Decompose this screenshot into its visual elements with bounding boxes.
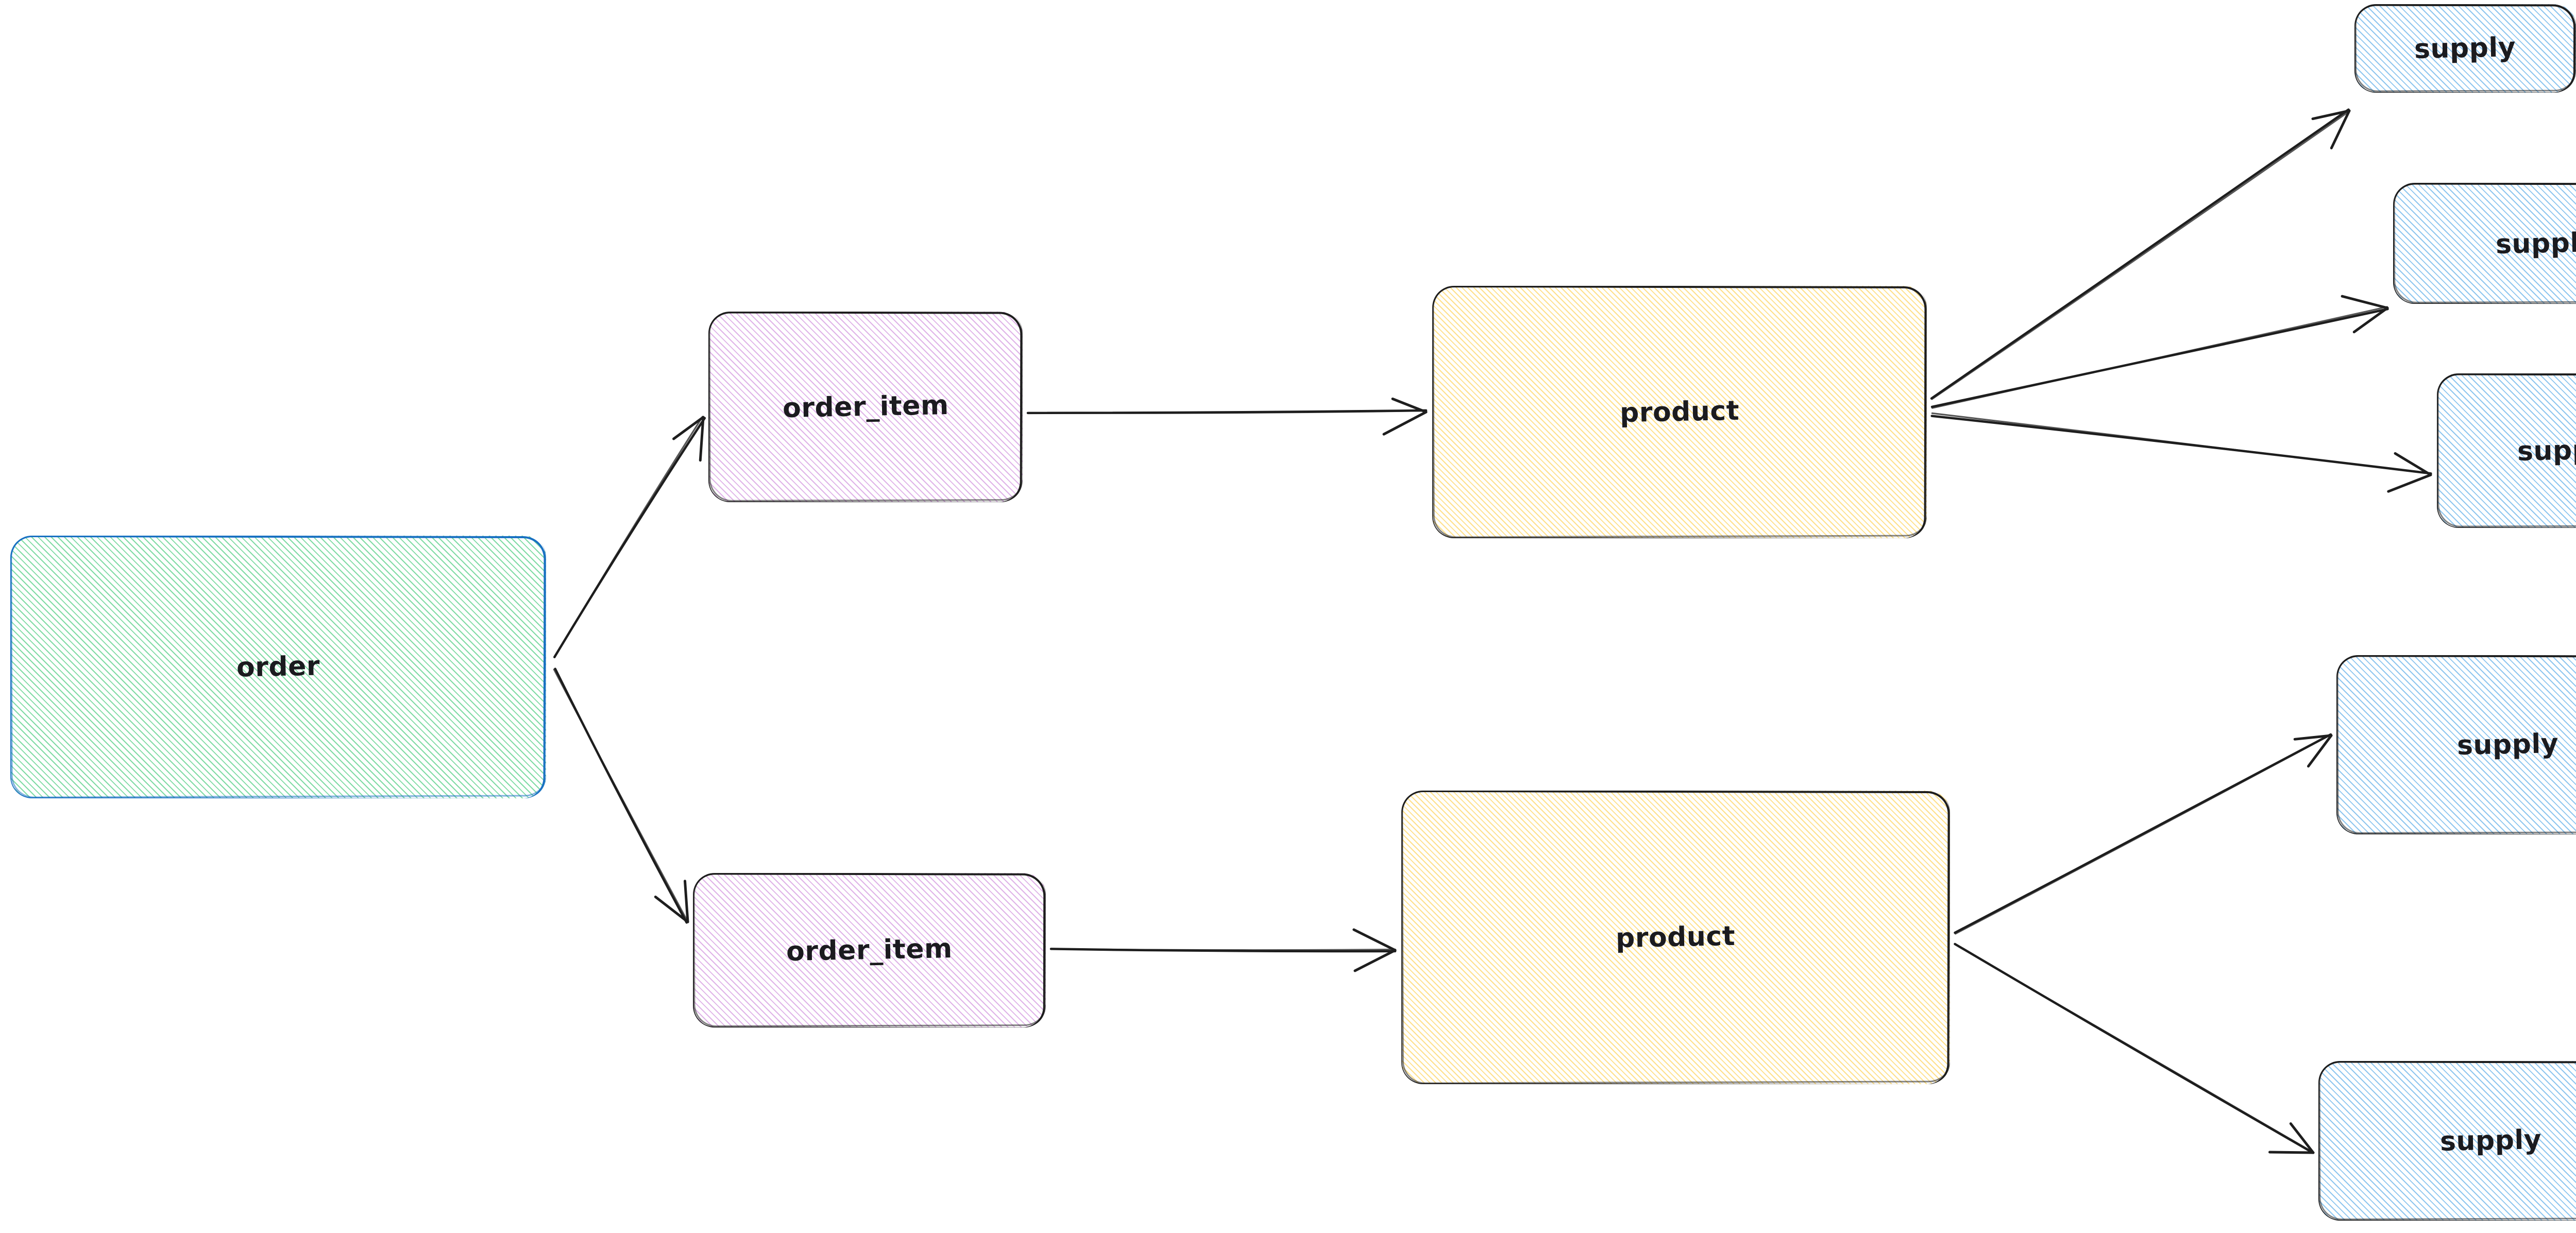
node-supply-4[interactable]: supply — [2336, 655, 2576, 834]
edge-product_1-to-supply_1 — [1930, 108, 2351, 400]
node-supply-3[interactable]: supply — [2437, 373, 2576, 528]
node-fill-product-1 — [1432, 286, 1927, 538]
node-fill-order-item-2 — [693, 873, 1046, 1028]
edge-product_2-to-supply_4 — [1954, 733, 2333, 935]
edge-order_item_2-to-product_2 — [1049, 928, 1397, 972]
edge-order-to-order_item_1 — [553, 416, 706, 659]
node-supply-5[interactable]: supply — [2318, 1061, 2576, 1221]
node-label-supply-1: supply — [2414, 32, 2517, 65]
edge-product_1-to-supply_2 — [1930, 295, 2389, 409]
node-order[interactable]: order — [10, 536, 546, 798]
node-fill-product-2 — [1401, 791, 1950, 1084]
node-label-supply-4: supply — [2456, 728, 2559, 761]
node-product-1[interactable]: product — [1432, 286, 1927, 538]
node-label-supply-5: supply — [2439, 1124, 2543, 1157]
node-label-product-2: product — [1615, 920, 1736, 954]
node-product-2[interactable]: product — [1401, 791, 1950, 1084]
node-label-order-item-1: order_item — [782, 389, 949, 424]
node-fill-supply-1 — [2354, 4, 2576, 93]
edge-order-to-order_item_2 — [553, 667, 689, 924]
node-fill-order — [10, 536, 546, 798]
node-label-product-1: product — [1619, 395, 1740, 429]
node-label-order-item-2: order_item — [786, 933, 953, 968]
node-supply-1[interactable]: supply — [2354, 4, 2576, 93]
node-supply-2[interactable]: supply — [2393, 183, 2576, 304]
node-fill-supply-5 — [2318, 1061, 2576, 1221]
node-order-item-1[interactable]: order_item — [708, 312, 1023, 502]
node-label-order: order — [236, 650, 320, 683]
node-fill-supply-2 — [2393, 183, 2576, 304]
node-fill-order-item-1 — [708, 312, 1023, 502]
edge-product_2-to-supply_5 — [1954, 943, 2315, 1154]
node-fill-supply-3 — [2437, 373, 2576, 528]
node-label-supply-2: supply — [2495, 227, 2576, 260]
node-order-item-2[interactable]: order_item — [693, 873, 1046, 1028]
edge-product_1-to-supply_3 — [1930, 412, 2432, 493]
node-fill-supply-4 — [2336, 655, 2576, 834]
node-label-supply-3: supply — [2517, 434, 2576, 467]
edge-order_item_1-to-product_1 — [1026, 397, 1428, 436]
